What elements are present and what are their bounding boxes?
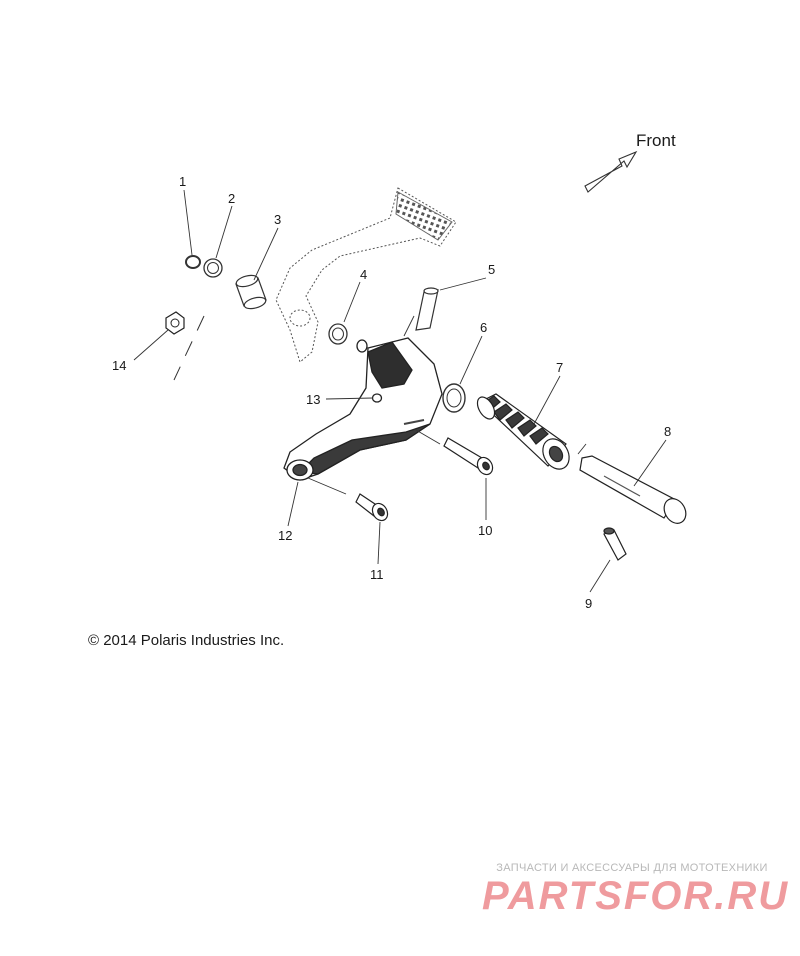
part-6-washer [442, 383, 466, 413]
part-5-pin [415, 287, 439, 331]
callout-7: 7 [556, 360, 563, 375]
copyright-notice: © 2014 Polaris Industries Inc. [88, 632, 285, 649]
callout-5: 5 [488, 262, 495, 277]
callout-9: 9 [585, 596, 592, 611]
ghost-pedal-lever [275, 187, 457, 363]
callout-11: 11 [370, 567, 384, 582]
part-3-bushing [235, 274, 267, 310]
part-2-washer [203, 258, 223, 278]
callout-1: 1 [179, 174, 186, 189]
callout-2: 2 [228, 191, 235, 206]
footpeg-bracket [283, 337, 443, 481]
watermark: ЗАПЧАСТИ И АКСЕССУАРЫ ДЛЯ МОТОТЕХНИКИ PA… [482, 862, 790, 918]
callout-12: 12 [278, 528, 292, 543]
front-label: Front [636, 131, 676, 150]
watermark-logo: PARTSFOR.RU [482, 874, 790, 918]
watermark-caption: ЗАПЧАСТИ И АКСЕССУАРЫ ДЛЯ МОТОТЕХНИКИ [496, 862, 768, 874]
callout-3: 3 [274, 212, 281, 227]
callout-4: 4 [360, 267, 367, 282]
callout-13: 13 [306, 392, 320, 407]
part-7-rubber-grip [476, 393, 570, 470]
part-14-nut [165, 311, 205, 381]
part-9-pin [603, 527, 627, 561]
part-10-bolt [443, 437, 494, 476]
callout-10: 10 [478, 523, 492, 538]
callout-14: 14 [112, 358, 126, 373]
leader-lines [133, 189, 667, 593]
part-1-circlip [185, 255, 201, 269]
front-direction-arrow [584, 150, 638, 193]
callout-labels: 1 2 3 4 5 6 7 8 9 10 11 12 13 14 [112, 174, 671, 611]
part-8-footpeg-shaft [579, 455, 687, 524]
callout-6: 6 [480, 320, 487, 335]
part-4-washer [328, 323, 348, 345]
callout-8: 8 [664, 424, 671, 439]
part-11-bolt [355, 493, 389, 522]
